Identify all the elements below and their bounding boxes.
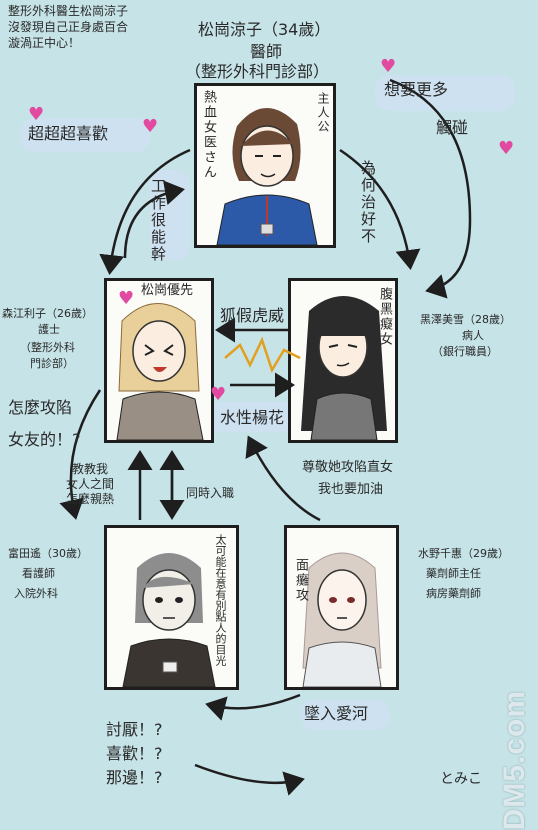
label-touch: 觸碰 [436,118,469,137]
mizuno-name: 水野千惠（29歲） [418,547,509,560]
arrow-capable [123,180,185,259]
arrow-super-love [99,148,191,275]
morie-role: 護士 [38,323,60,336]
arrow-want-more [389,78,472,299]
kurosawa-role: 病人 [462,329,484,342]
watermark: DM5.com [498,690,531,830]
panel-main-character: 熱血女医さん 主人公 [194,83,336,248]
label-respect: 尊敬她攻陷直女 [302,460,394,475]
matsuoka-name: 松崗優先 [141,283,194,298]
tomita-dept: 入院外科 [14,587,58,600]
note-line: 漩渦正中心！ [8,36,81,50]
tag-scheming: 腹黑癡女 [377,287,392,347]
arrow-respect [245,435,321,522]
heart-icon: ♥ [498,138,515,159]
label-fickle: 水性楊花 [220,408,285,427]
label-why-cured: 為何治好不 [359,160,377,245]
blush [20,118,150,152]
panel-kurosawa: 腹黑癡女 [288,278,398,443]
arrow-fall-in-love [205,693,301,721]
heart-icon: ♥ [28,104,45,125]
label-hate: 喜歡！? [106,744,163,763]
morie-name: 森江利子（26歲） [2,307,93,320]
panel-tomita: 太可能在意有別點人的目光 [104,525,239,690]
morie-dept: （整形外科 [20,341,75,354]
center-dept: （整形外科門診部） [185,62,330,81]
heart-icon: ♥ [142,116,159,137]
label-how-capture: 怎麼攻陷 [8,398,73,417]
label-hate: 那邊！? [106,768,163,787]
label-teach: 女人之間 [66,477,115,491]
mizuno-role: 藥劑師主任 [426,567,481,580]
label-teach: 教教我 [72,462,109,476]
label-teach: 怎麼親熱 [66,492,115,506]
tag-stoic: 面癱攻 [293,558,308,603]
matsuoka-portrait [116,303,204,440]
relationship-arrows [59,78,472,796]
signature: とみこ [440,771,482,787]
panel-mizuno: 面癱攻 [284,525,399,690]
morie-dept: 門診部） [30,357,74,370]
mizuno-dept: 病房藥劑師 [426,587,481,600]
heart-icon: ♥ [118,288,135,309]
label-same-time: 同時入職 [186,486,235,500]
jealousy-squiggle [224,336,301,373]
tag-gaze: 太可能在意有別點人的目光 [214,534,227,666]
blush [375,75,515,111]
label-fox: 狐假虎威 [220,306,285,325]
arrow-why-cured [339,148,421,270]
tomita-name: 富田遙（30歲） [8,547,88,560]
kurosawa-name: 黑澤美雪（28歲） [420,313,511,326]
doctor-portrait [216,107,318,245]
tomita-portrait [122,553,216,687]
label-want-more: 想要更多 [384,80,449,99]
label-capable: 工作很能幹 [149,178,167,263]
blush [300,700,390,730]
label-hate: 討厭！? [106,720,163,739]
note-line: 整形外科醫生松崗涼子 [8,4,129,18]
kurosawa-portrait [301,296,387,440]
center-role: 醫師 [250,42,283,61]
tag-hot-blooded: 熱血女医さん [201,90,216,180]
relationship-chart: { "top_left_note": ["整形外科醫生松崗涼子","沒發現自己正… [2,4,531,830]
label-girlfriend: 女友的！? [8,430,81,449]
heart-icon: ♥ [210,384,227,405]
arrow-hate [194,763,305,796]
panel-matsuoka: 松崗優先 [104,278,214,443]
tag-protagonist: 主人公 [316,92,330,134]
center-name: 松崗涼子（34歲） [198,20,331,39]
label-super-love: 超超超喜歡 [28,124,109,143]
tomita-role: 看護師 [22,567,55,580]
label-fall-in-love: 墜入愛河 [304,704,369,723]
note-line: 沒發現自己正身處百合 [8,20,129,34]
kurosawa-job: （銀行職員） [432,345,498,358]
heart-icon: ♥ [380,56,397,77]
mizuno-portrait [302,552,382,687]
arrow-how-capture [59,389,102,520]
label-respect: 我也要加油 [318,482,384,497]
